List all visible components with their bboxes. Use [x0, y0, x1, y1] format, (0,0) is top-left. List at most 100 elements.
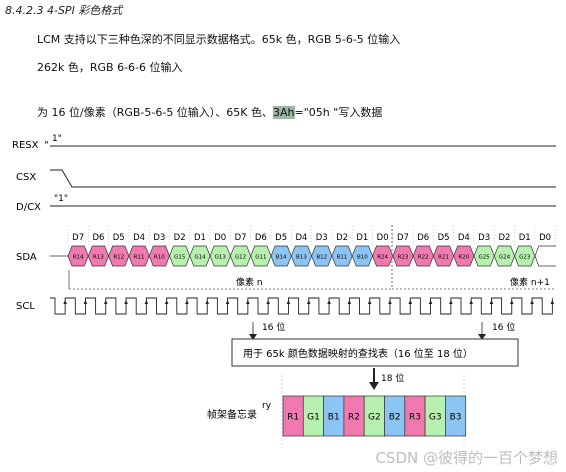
scl-edge-arrow — [63, 300, 67, 304]
sda-bit-cell-label: R23 — [398, 255, 409, 261]
scl-edge-arrow — [246, 300, 250, 304]
sda-bit-cell-label: R10 — [154, 255, 165, 261]
scl-edge-arrow — [225, 300, 230, 304]
frame-memory-ry: ry — [262, 401, 272, 411]
sda-bit-cell-label: R20 — [458, 255, 469, 261]
scl-edge-arrow — [408, 300, 413, 304]
sda-bit-cell-label: R24 — [377, 255, 388, 261]
scl-edge-arrow — [530, 300, 534, 304]
frame-memory-label: 帧架备忘录 — [207, 408, 257, 421]
lut-label: 用于 65k 颜色数据映射的查找表（16 位至 18 位） — [243, 347, 473, 360]
sda-bit-cell-label: R13 — [93, 255, 104, 261]
sda-label: SDA — [16, 252, 37, 263]
bit-label: D4 — [295, 233, 307, 243]
lut-box — [231, 338, 519, 367]
bits16-right-label: 16 位 — [492, 321, 515, 333]
scl-edge-arrow — [347, 300, 352, 304]
sda-bit-cell-label: G23 — [519, 255, 531, 261]
description-line-3-suffix: ="05h "写入数据 — [294, 106, 383, 119]
scl-edge-arrow — [164, 300, 169, 304]
scl-edge-arrow — [327, 300, 331, 304]
bit-label: D6 — [255, 233, 267, 243]
scl-edge-arrow — [266, 300, 270, 304]
resx-value: 1" — [52, 134, 62, 144]
memory-cell-label: G3 — [429, 413, 442, 423]
description-line-2: 262k 色，RGB 6-6-6 位输入 — [37, 61, 183, 74]
memory-cell-label: B2 — [389, 413, 401, 423]
memory-cell-label: B3 — [450, 413, 462, 423]
scl-edge-arrow — [469, 300, 473, 304]
pixel-brackets: 像素 n 像素 n+1 — [68, 225, 554, 290]
scl-edge-arrow — [367, 300, 372, 304]
scl-edge-arrow — [103, 300, 108, 304]
bit-label: D2 — [498, 233, 510, 243]
csx-label: CSX — [16, 172, 36, 183]
scl-waveform — [50, 297, 555, 315]
bit-label: D5 — [275, 233, 287, 243]
memory-cell — [445, 395, 467, 437]
memory-cell-label: G1 — [307, 413, 320, 423]
pixel-n-label: 像素 n — [236, 276, 263, 288]
bit-label: D0 — [377, 233, 389, 243]
pixel-n1-label: 像素 n+1 — [510, 276, 550, 288]
description-line-1: LCM 支持以下三种色深的不同显示数据格式。65k 色，RGB 5-6-5 位输… — [37, 33, 401, 46]
sda-bit-cell-label: G24 — [499, 255, 511, 261]
bits16-left-label: 16 位 — [262, 321, 285, 333]
bit-label: D0 — [214, 233, 226, 243]
bits18-label: 18 位 — [381, 372, 404, 384]
description-line-3: 为 16 位/像素（RGB-5-6-5 位输入）、65K 色、3Ah="05h … — [37, 104, 382, 120]
scl-edge-arrow — [489, 300, 494, 304]
sda-bit-cell-label: B12 — [316, 255, 327, 261]
sda-bit-cell-label: R11 — [134, 255, 145, 261]
bit-label: D4 — [458, 233, 470, 243]
bit-label: D7 — [397, 233, 409, 243]
command-highlight: 3Ah — [273, 106, 295, 119]
memory-cell-label: R3 — [409, 413, 421, 423]
sda-bit-cell-label: G25 — [479, 255, 491, 261]
sda-bit-cell-label: B13 — [296, 255, 307, 261]
scl-edge-arrow — [124, 300, 128, 304]
memory-cell-label: B1 — [328, 413, 340, 423]
bit-label: D2 — [174, 233, 186, 243]
sda-bit-cell-label: R22 — [418, 255, 429, 261]
sda-bit-cell-label: G11 — [255, 255, 266, 261]
bit-label: D3 — [153, 233, 165, 243]
dcx-value: "1" — [54, 194, 68, 204]
sda-bit-cell-label: B10 — [357, 255, 368, 261]
bit-label: D1 — [356, 233, 368, 243]
sda-bit-cell-label: B14 — [276, 255, 287, 261]
bit-label: D4 — [133, 233, 145, 243]
scl-edge-arrow — [205, 300, 210, 304]
arrow-16bit-left-head — [249, 334, 257, 340]
resx-quote: " — [44, 140, 49, 151]
bit-label: D0 — [539, 233, 551, 243]
scl-edge-arrow — [185, 300, 189, 304]
scl-edge-arrow — [144, 300, 149, 304]
bit-label: D3 — [316, 233, 328, 243]
memory-cell-label: R1 — [287, 413, 299, 423]
bit-label: D3 — [478, 233, 490, 243]
watermark: CSDN @彼得的一百个梦想 — [375, 449, 558, 467]
bit-label: D7 — [235, 233, 247, 243]
bit-label: D1 — [519, 233, 531, 243]
bit-label: D6 — [417, 233, 429, 243]
bit-label: D2 — [336, 233, 348, 243]
bit-label: D5 — [438, 233, 450, 243]
arrow-18bit-head — [369, 382, 379, 390]
sda-bit-cell-label: R21 — [438, 255, 449, 261]
scl-label: SCL — [16, 301, 35, 312]
resx-label: RESX — [12, 140, 39, 151]
bit-label: D1 — [194, 233, 206, 243]
scl-edge-arrow — [449, 300, 453, 304]
scl-edge-arrow — [550, 300, 555, 304]
memory-cell-label: G2 — [368, 413, 381, 423]
csx-waveform — [50, 169, 556, 188]
bit-label: D6 — [92, 233, 104, 243]
sda-bit-cell-label: R14 — [73, 255, 84, 261]
description-line-3-prefix: 为 16 位/像素（RGB-5-6-5 位输入）、65K 色、 — [37, 106, 274, 119]
section-heading: 8.4.2.3 4-SPI 彩色格式 — [5, 4, 123, 17]
scl-edge-arrow — [286, 300, 291, 304]
scl-edge-arrow — [306, 300, 311, 304]
